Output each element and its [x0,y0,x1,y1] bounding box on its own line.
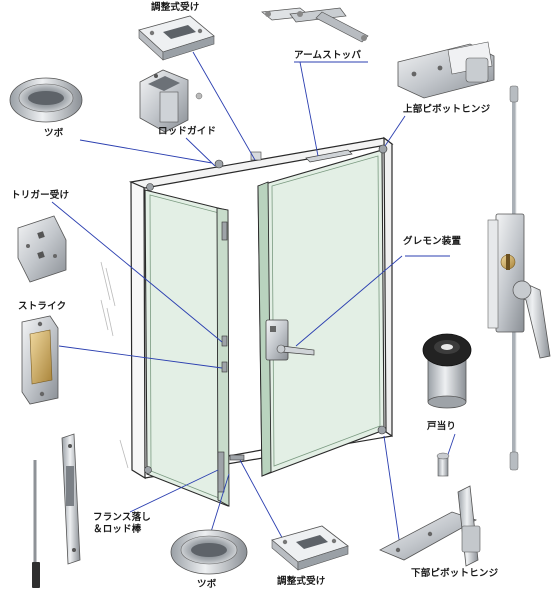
door-leaf-left [144,189,230,507]
leader-lines [51,51,456,557]
arm-stopper-illustration [261,7,369,43]
top-pivot-hinge-illustration [397,41,495,99]
rod-guide-illustration [139,69,203,133]
door-leaf-right [257,149,385,477]
label-bottom-pivot-hinge: 下部ピボットヒンジ [411,568,499,579]
bottom-pivot-hinge-illustration [379,485,481,567]
adjustable-strike-top-illustration [138,15,215,61]
strike-illustration [21,315,59,405]
label-arm-stopper: アームストッパ [294,50,362,61]
door-small-parts [144,144,388,493]
door-frame [128,136,394,480]
door-arm-stopper [250,149,353,163]
label-flush-cup-top: ツボ [44,128,64,139]
gremon-device-illustration [487,85,551,471]
label-rod-guide: ロッドガイド [158,126,217,137]
flush-cup-top-illustration [9,77,83,123]
adjustable-strike-bottom-illustration [271,525,349,571]
door-gremon-handle [265,319,315,361]
trigger-strike-illustration [17,215,67,283]
shade-lines [100,261,129,469]
label-flush-bolt-rod: フランス落し ＆ロッド棒 [93,512,152,535]
label-trigger-strike: トリガー受け [11,190,70,201]
flush-cup-bottom-illustration [170,529,248,575]
label-adjustable-strike-bottom: 調整式受け [277,576,326,587]
label-flush-cup-bottom: ツボ [197,579,217,590]
label-strike: ストライク [18,301,67,312]
flush-bolt-rod-illustration [32,433,81,588]
door-stop-illustration [422,333,472,477]
label-top-pivot-hinge: 上部ピボットヒンジ [403,104,491,115]
label-adjustable-strike-top: 調整式受け [151,2,200,13]
label-gremon-device: グレモン装置 [403,236,462,247]
label-door-stop: 戸当り [427,421,457,432]
